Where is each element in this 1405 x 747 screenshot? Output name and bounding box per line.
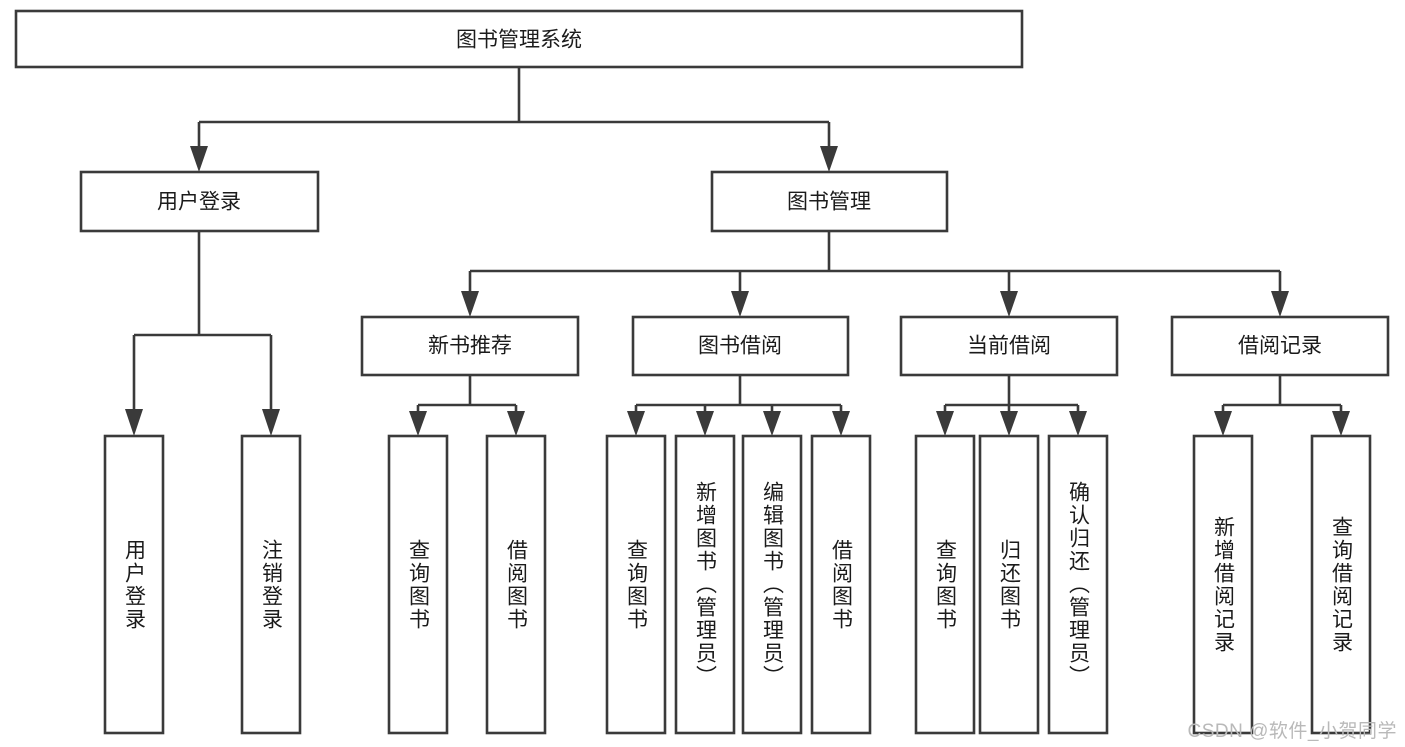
node-bookmgmt-label: 图书管理	[787, 191, 871, 214]
node-login-in[interactable]	[103, 434, 165, 735]
arrow-to-login	[190, 146, 208, 172]
node-current[interactable]	[899, 315, 1119, 377]
arrow-cur-query	[936, 411, 954, 436]
node-bw-query[interactable]	[605, 434, 667, 735]
arrow-rec-add	[1214, 411, 1232, 436]
arrow-cur-confirm	[1069, 411, 1087, 436]
node-rec-add[interactable]	[1192, 434, 1254, 735]
arrow-login-out	[262, 409, 280, 436]
arrow-cur-return	[1000, 411, 1018, 436]
node-cur-query[interactable]	[914, 434, 976, 735]
node-borrow-label: 图书借阅	[698, 335, 782, 358]
arrow-to-record	[1271, 291, 1289, 317]
arrow-to-bookmgmt	[820, 146, 838, 172]
arrow-bw-borrow	[832, 411, 850, 436]
arrow-bw-edit	[763, 411, 781, 436]
node-current-label: 当前借阅	[967, 335, 1051, 358]
node-bookmgmt[interactable]	[710, 170, 949, 233]
arrow-nb-borrow	[507, 411, 525, 436]
node-bw-add[interactable]	[674, 434, 736, 735]
node-root[interactable]	[14, 9, 1024, 69]
node-bw-borrow[interactable]	[810, 434, 872, 735]
node-borrow[interactable]	[631, 315, 850, 377]
node-newbook-label: 新书推荐	[428, 335, 512, 358]
arrow-to-current	[1000, 291, 1018, 317]
arrow-bw-query	[627, 411, 645, 436]
node-record-label: 借阅记录	[1238, 335, 1322, 358]
connector-layer	[125, 67, 1350, 436]
node-root-label: 图书管理系统	[456, 29, 582, 52]
node-cur-confirm[interactable]	[1047, 434, 1109, 735]
node-nb-query[interactable]	[387, 434, 449, 735]
arrow-to-borrow	[731, 291, 749, 317]
arrow-bw-add	[696, 411, 714, 436]
csdn-watermark: CSDN @软件_小贺同学	[1187, 721, 1397, 742]
arrow-nb-query	[409, 411, 427, 436]
node-record[interactable]	[1170, 315, 1390, 377]
node-login[interactable]	[79, 170, 320, 233]
arrow-rec-query	[1332, 411, 1350, 436]
node-newbook[interactable]	[360, 315, 580, 377]
node-login-label: 用户登录	[157, 191, 241, 214]
node-nb-borrow[interactable]	[485, 434, 547, 735]
node-rec-query[interactable]	[1310, 434, 1372, 735]
node-layer: 图书管理系统 用户登录 图书管理 新书推荐 图书借阅 当前借阅 借阅记录	[14, 9, 1390, 735]
arrow-login-in	[125, 409, 143, 436]
node-login-out[interactable]	[240, 434, 302, 735]
node-cur-return[interactable]	[978, 434, 1040, 735]
node-bw-edit[interactable]	[741, 434, 803, 735]
arrow-to-newbook	[461, 291, 479, 317]
